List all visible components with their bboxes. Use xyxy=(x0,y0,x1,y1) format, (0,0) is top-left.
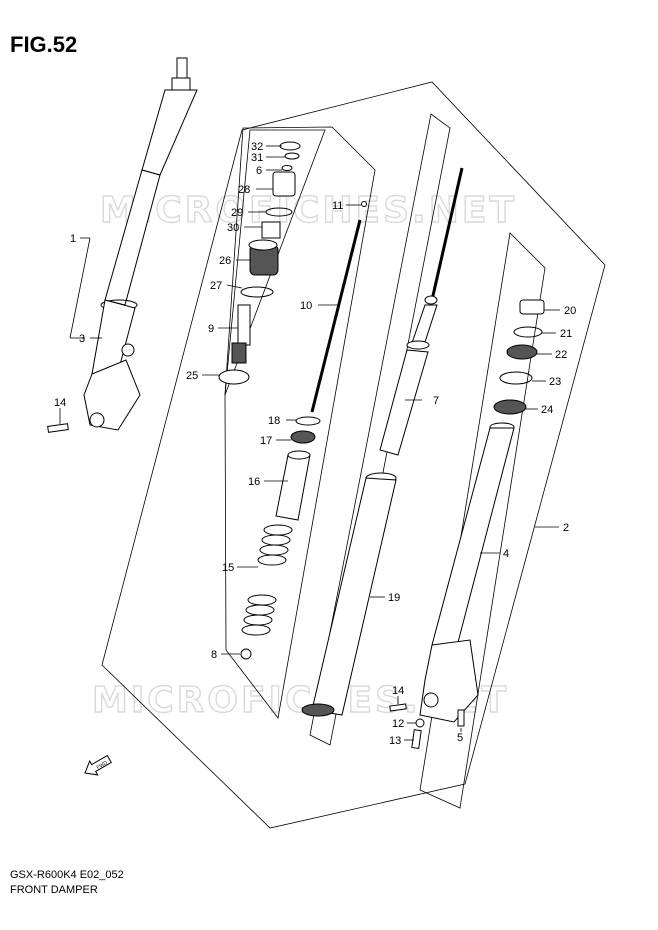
part-label-4: 4 xyxy=(503,548,509,560)
assembly-panel xyxy=(101,81,606,829)
main-spring xyxy=(241,524,293,636)
part-label-24: 24 xyxy=(541,404,553,416)
svg-text:FWD: FWD xyxy=(96,760,109,771)
subpanel-tube xyxy=(309,113,451,746)
figure-caption: FRONT DAMPER xyxy=(10,884,98,896)
subpanel-damper xyxy=(224,126,376,719)
part-label-26: 26 xyxy=(219,255,231,267)
forward-arrow-icon: FWD xyxy=(84,754,112,776)
spring-assembly xyxy=(240,416,321,660)
part-label-6: 6 xyxy=(256,165,262,177)
part-label-29: 29 xyxy=(231,207,243,219)
part-label-21: 21 xyxy=(560,328,572,340)
damper-rod xyxy=(310,201,367,413)
watermark-top: MICROFICHES.NET xyxy=(100,190,517,231)
figure-title: FIG.52 xyxy=(10,32,78,57)
part-labels: 32 31 6 28 29 30 11 26 27 10 9 25 18 17 … xyxy=(54,141,576,747)
part-label-14-left: 14 xyxy=(54,397,66,409)
part-label-3: 3 xyxy=(79,333,85,345)
part-label-22: 22 xyxy=(555,349,567,361)
part-label-14-right: 14 xyxy=(392,685,404,697)
assembled-fork xyxy=(47,57,198,433)
part-label-10: 10 xyxy=(300,300,312,312)
part-label-7: 7 xyxy=(433,395,439,407)
part-label-31: 31 xyxy=(251,152,263,164)
part-label-27: 27 xyxy=(210,280,222,292)
part-label-32: 32 xyxy=(251,141,263,153)
part-label-16: 16 xyxy=(248,476,260,488)
part-label-5: 5 xyxy=(457,732,463,744)
part-label-2: 2 xyxy=(563,522,569,534)
part-label-23: 23 xyxy=(549,376,561,388)
model-code: GSX-R600K4 E02_052 xyxy=(10,869,124,881)
part-label-19: 19 xyxy=(388,592,400,604)
cartridge-parts xyxy=(218,141,301,385)
part-label-11: 11 xyxy=(332,200,343,212)
part-label-1: 1 xyxy=(70,233,76,245)
part-label-20: 20 xyxy=(564,305,576,317)
part-label-8: 8 xyxy=(211,649,217,661)
part-label-17: 17 xyxy=(260,435,272,447)
part-label-18: 18 xyxy=(268,415,280,427)
part-label-28: 28 xyxy=(238,184,250,196)
part-label-25: 25 xyxy=(186,370,198,382)
part-label-13: 13 xyxy=(389,735,401,747)
part-label-30: 30 xyxy=(227,222,239,234)
part-label-9: 9 xyxy=(208,323,214,335)
bushings-and-outer-fork xyxy=(389,299,545,750)
subpanel-outer xyxy=(419,232,546,809)
part-label-15: 15 xyxy=(222,562,234,574)
part-label-12: 12 xyxy=(392,718,404,730)
damper-tubes xyxy=(301,167,464,717)
leader-lines xyxy=(59,145,560,741)
